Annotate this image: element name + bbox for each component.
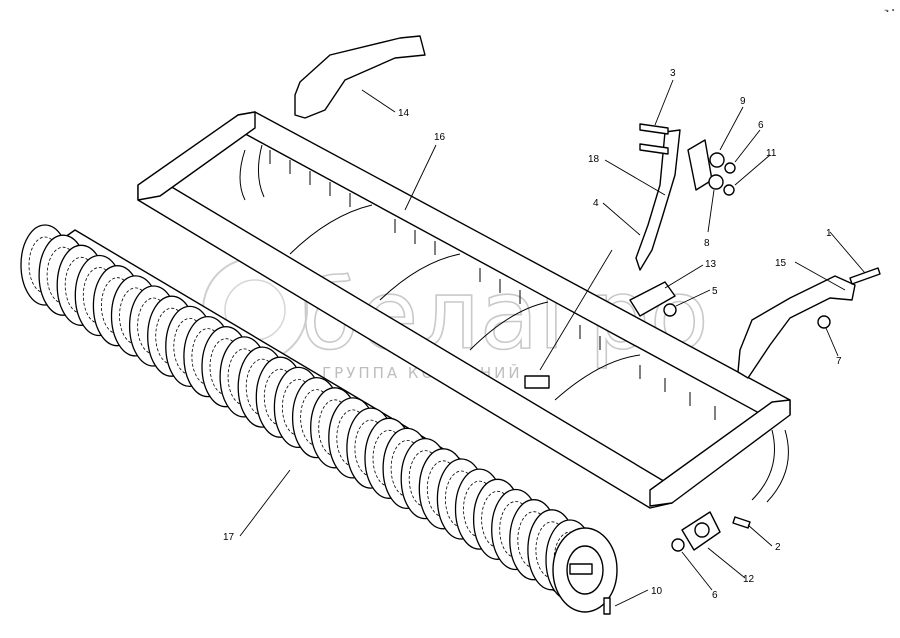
leader-13 <box>664 264 704 289</box>
callout-15: 15 <box>775 258 787 269</box>
bolt-1 <box>849 267 881 285</box>
frame-cross-arc <box>469 301 549 351</box>
callout-10: 10 <box>651 586 663 597</box>
leader-2 <box>747 524 773 547</box>
callout-7: 7 <box>836 356 842 367</box>
nut-7 <box>817 315 831 329</box>
leader-7 <box>825 327 839 357</box>
frame-left-end <box>137 111 256 201</box>
callout-14: 14 <box>398 108 410 119</box>
arm-18 <box>635 129 681 271</box>
bolt-3-lower <box>639 143 669 155</box>
callouts: 1 2 3 4 5 6 6 7 8 9 10 11 12 13 14 15 16… <box>223 68 842 601</box>
plate-13 <box>629 281 676 317</box>
nut-6-upper <box>724 162 736 174</box>
frame-cross-arc <box>289 204 373 255</box>
bracket-15 <box>737 275 856 379</box>
frame-spring-tine-left <box>239 144 265 201</box>
frame-tine-clips <box>269 150 716 420</box>
leader-8 <box>707 189 715 233</box>
corner-mark: ⬎ ⚬ <box>884 8 896 14</box>
callout-5: 5 <box>712 286 718 297</box>
bearing-12-hub <box>694 522 710 538</box>
frame-cross-arc <box>379 253 461 301</box>
callout-9: 9 <box>740 96 746 107</box>
roller-discs <box>20 224 595 601</box>
leader-16b <box>539 249 613 371</box>
washer-8 <box>708 174 724 190</box>
callout-11: 11 <box>766 148 777 159</box>
frame-16 <box>137 111 791 509</box>
callout-12: 12 <box>743 574 755 585</box>
nut-11 <box>723 184 735 196</box>
bolt-2 <box>732 516 751 529</box>
callout-17: 17 <box>223 532 235 543</box>
callout-1: 1 <box>826 228 832 239</box>
bolt-3-upper <box>639 123 669 135</box>
callout-6b: 6 <box>712 590 718 601</box>
callout-18: 18 <box>588 154 600 165</box>
callout-2: 2 <box>775 542 781 553</box>
pin-10 <box>603 597 611 615</box>
callout-3: 3 <box>670 68 676 79</box>
leader-9 <box>719 106 744 151</box>
leader-18 <box>604 159 666 196</box>
leader-1 <box>829 231 866 274</box>
leader-3 <box>654 79 674 126</box>
frame-cross-arc <box>554 354 641 401</box>
callout-6: 6 <box>758 120 764 131</box>
leader-14 <box>361 89 396 113</box>
callout-4: 4 <box>593 198 599 209</box>
leader-15 <box>794 261 846 291</box>
frame-spring-tine-right <box>751 429 789 503</box>
leader-17 <box>239 469 291 537</box>
leader-6b <box>681 551 713 591</box>
leader-10 <box>614 589 649 607</box>
roller-axle <box>569 563 593 575</box>
bracket-14 <box>294 35 426 119</box>
nut-5 <box>663 303 677 317</box>
leader-16 <box>404 144 437 211</box>
leader-11 <box>734 154 771 186</box>
leader-lines <box>239 79 866 607</box>
leader-6 <box>734 129 761 163</box>
washer-9 <box>709 152 725 168</box>
frame-plate <box>524 375 550 389</box>
leader-4 <box>602 202 641 236</box>
leader-12 <box>707 547 746 579</box>
callout-8: 8 <box>704 238 710 249</box>
nut-6-lower <box>671 538 685 552</box>
callout-16: 16 <box>434 132 446 143</box>
leader-5 <box>675 289 711 307</box>
callout-13: 13 <box>705 259 717 270</box>
frame-right-end <box>649 399 791 507</box>
roller-17 <box>20 224 618 613</box>
